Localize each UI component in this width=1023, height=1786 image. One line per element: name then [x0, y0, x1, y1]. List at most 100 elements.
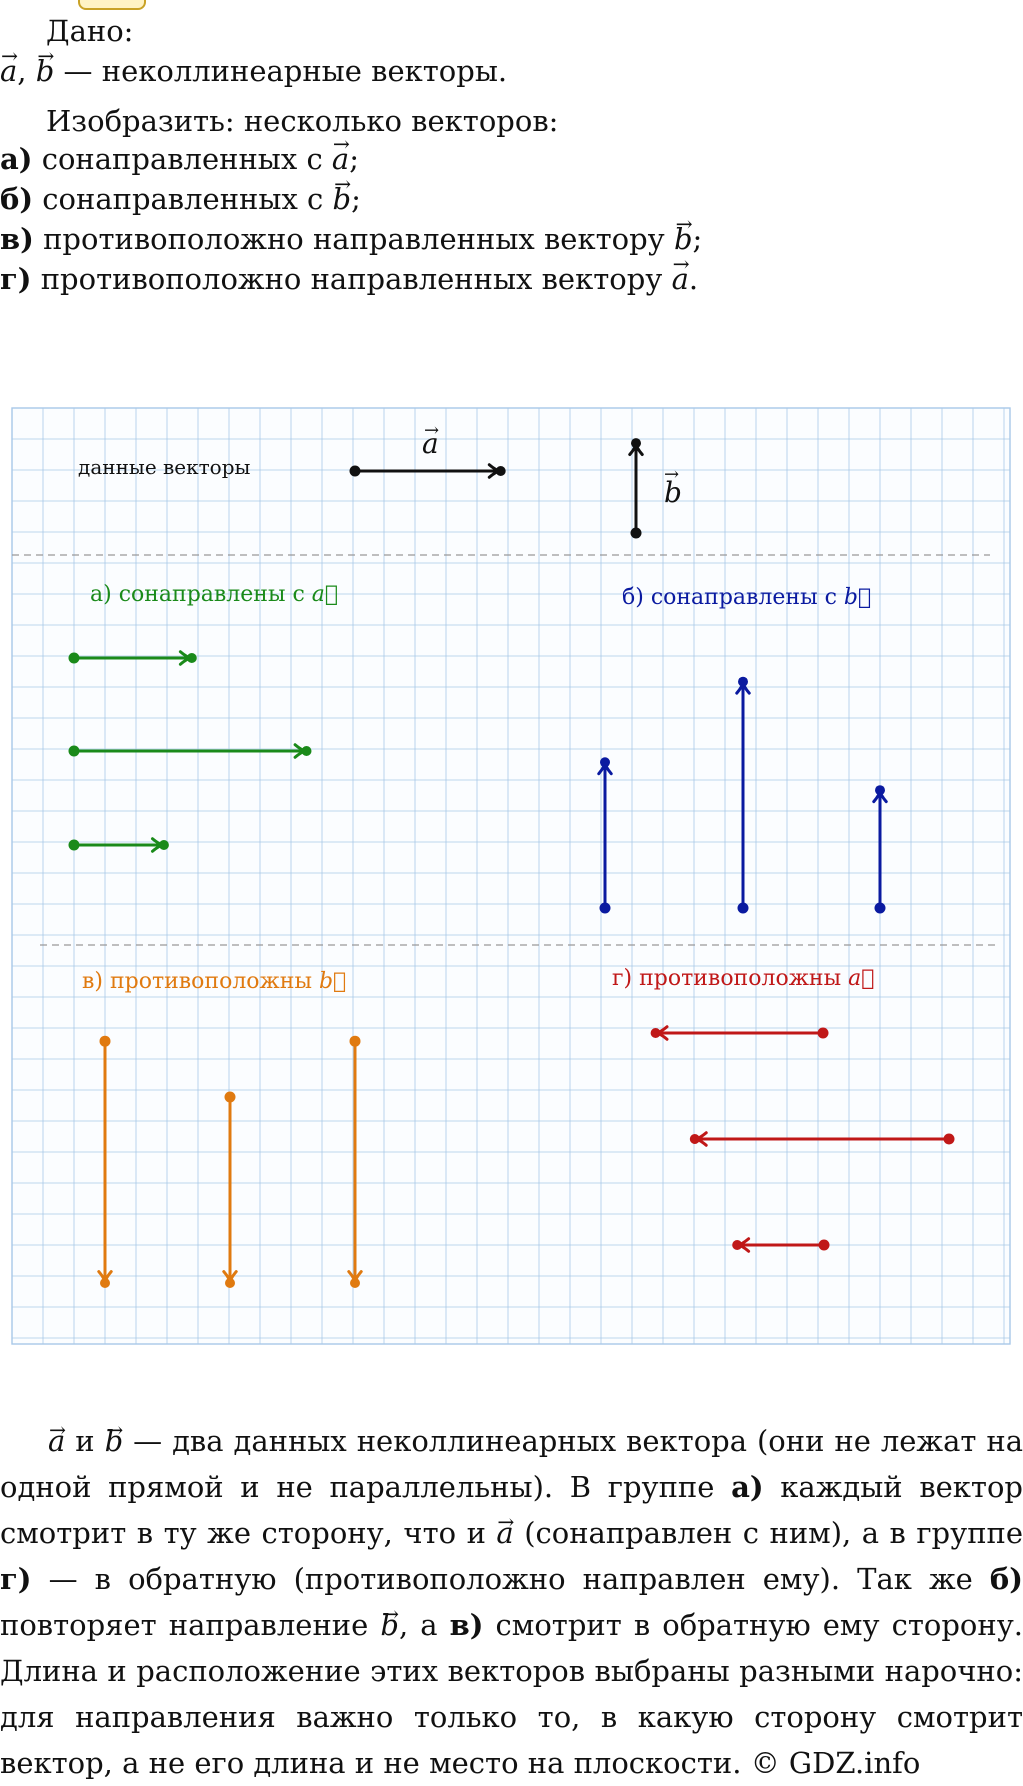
vector-start-dot [349, 465, 361, 477]
vector-start-dot [874, 902, 886, 914]
grid-paper [11, 407, 1011, 1345]
given-vectors-label: данные векторы [78, 455, 251, 479]
given-vector-a [349, 463, 506, 479]
given-vector-b [628, 438, 644, 539]
vector-end-dot [100, 1278, 110, 1288]
group-v-label: в) противоположны b⃗ [82, 969, 346, 994]
task-item-vector: b [674, 223, 693, 256]
vector-start-dot [818, 1239, 830, 1251]
group-v-vector [347, 1035, 363, 1288]
group-b-label: б) сонаправлены с b⃗ [622, 585, 871, 610]
group-v-vector [222, 1091, 238, 1288]
group-g-label: г) противоположны a⃗ [612, 966, 874, 991]
expl-vec-b: b [105, 1418, 124, 1464]
task-item-a: а) сонаправленных с a; [0, 142, 359, 176]
group-b-vector [872, 785, 888, 914]
vector-a-symbol: a [0, 55, 17, 88]
group-a-vector [68, 743, 312, 759]
figure-vec-b-arrow: → [664, 464, 679, 485]
group-g-label-text: г) противоположны [612, 966, 848, 991]
task-item-text: противоположно направленных вектору [31, 262, 672, 296]
given-heading: Дано: [46, 14, 134, 48]
vector-figure: данные векторы a → b → а) сонаправлены с… [11, 407, 1011, 1345]
expl-vec-a2: a [496, 1510, 513, 1556]
group-a-vector [68, 650, 197, 666]
task-item-end: . [688, 262, 699, 296]
figure-vec-b-label: b [664, 476, 682, 509]
group-v-vector [97, 1035, 113, 1288]
group-v-label-text: в) противоположны [82, 969, 319, 994]
group-a-label-text: а) сонаправлены с [90, 582, 312, 607]
expl-text: — два данных неколлинеарных вектора (они… [0, 1424, 1023, 1504]
copyright-text: © GDZ.info [750, 1746, 921, 1780]
expl-bold-b: б) [989, 1562, 1023, 1596]
vector-start-dot [99, 1035, 111, 1047]
group-a-vector [68, 837, 169, 853]
vector-end-dot [650, 1028, 661, 1038]
vector-end-dot [495, 466, 506, 476]
group-g-vector [650, 1025, 829, 1041]
group-v-label-vec: b⃗ [319, 969, 346, 994]
vector-start-dot [224, 1091, 236, 1103]
group-g-label-vec: a⃗ [848, 966, 874, 991]
group-b-label-text: б) сонаправлены с [622, 585, 844, 610]
task-item-vector: a [332, 143, 349, 176]
vector-b-symbol: b [36, 55, 55, 88]
vector-start-dot [68, 745, 80, 757]
vector-end-dot [738, 676, 748, 687]
vector-end-dot [689, 1134, 700, 1144]
expl-text: повторяет направление [0, 1608, 381, 1642]
expl-bold-a: а) [731, 1470, 764, 1504]
vector-end-dot [875, 785, 885, 796]
task-intro: Изобразить: несколько векторов: [46, 104, 559, 138]
task-item-letter: г) [0, 262, 32, 296]
task-item-v: в) противоположно направленных вектору b… [0, 222, 703, 256]
expl-vec-b2: b [380, 1602, 399, 1648]
given-statement-text: — неколлинеарные векторы. [54, 54, 508, 88]
task-item-end: ; [349, 142, 359, 176]
vector-end-dot [301, 746, 312, 756]
task-item-end: ; [692, 222, 703, 256]
task-item-letter: б) [0, 182, 34, 216]
group-g-vector [689, 1131, 955, 1147]
group-b-vector [735, 676, 751, 914]
expl-vec-a: a [48, 1418, 65, 1464]
vector-start-dot [817, 1027, 829, 1039]
expl-text: каждый вектор смотрит в ту же сторону, ч… [0, 1470, 1023, 1550]
vector-start-dot [737, 902, 749, 914]
vector-end-dot [600, 757, 610, 768]
expl-text: и [65, 1424, 105, 1458]
group-b-label-vec: b⃗ [844, 585, 871, 610]
vector-start-dot [349, 1035, 361, 1047]
vector-start-dot [599, 902, 611, 914]
vector-start-dot [943, 1133, 955, 1145]
vector-end-dot [732, 1240, 743, 1250]
vector-start-dot [630, 527, 642, 539]
header-badge [78, 0, 146, 10]
task-item-text: сонаправленных с [32, 142, 332, 176]
expl-text: , а [398, 1608, 450, 1642]
task-item-text: противоположно направленных вектору [33, 222, 674, 256]
task-item-vector: b [332, 183, 351, 216]
task-item-letter: а) [0, 142, 33, 176]
group-a-label-vec: a⃗ [312, 582, 338, 607]
task-item-letter: в) [0, 222, 34, 256]
figure-vec-a-label: a [422, 427, 439, 460]
task-item-end: ; [351, 182, 361, 216]
vector-start-dot [68, 839, 80, 851]
vector-end-dot [158, 840, 169, 850]
expl-text: — в обратную (противоположно направлен е… [31, 1562, 990, 1596]
vector-end-dot [350, 1278, 360, 1288]
vector-end-dot [225, 1278, 235, 1288]
group-g-vector [732, 1237, 830, 1253]
task-item-text: сонаправленных с [33, 182, 333, 216]
explanation-paragraph: a и b — два данных неколлинеарных вектор… [0, 1418, 1023, 1786]
task-item-b: б) сонаправленных с b; [0, 182, 361, 216]
group-b-vector [597, 757, 613, 914]
vector-start-dot [68, 652, 80, 664]
vector-end-dot [631, 438, 641, 449]
task-item-g: г) противоположно направленных вектору a… [0, 262, 699, 296]
expl-bold-g: г) [0, 1562, 32, 1596]
figure-vec-a-arrow: → [424, 420, 439, 441]
given-statement: a, b — неколлинеарные векторы. [0, 54, 508, 88]
